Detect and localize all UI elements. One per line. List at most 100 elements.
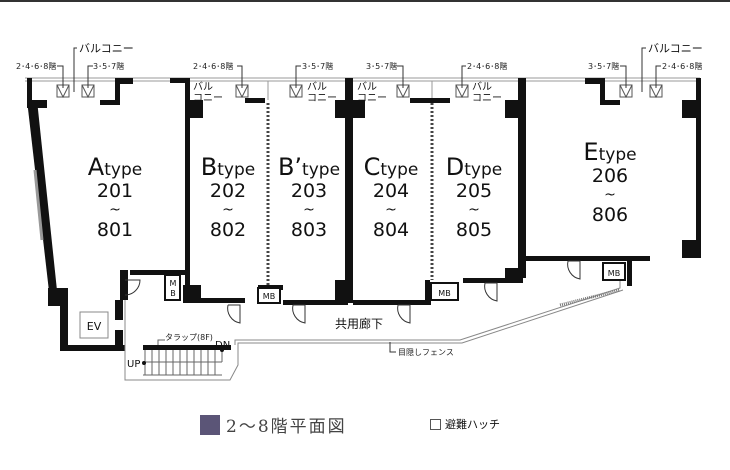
legend-title: 2～8階平面図 bbox=[200, 412, 347, 437]
balcony-short: コニー bbox=[472, 93, 502, 104]
balcony-label: バルコニー bbox=[648, 42, 703, 55]
wall bbox=[682, 240, 700, 258]
balcony-short: バル bbox=[472, 81, 492, 93]
fence-label: 目隠しフェンス bbox=[398, 347, 454, 357]
unit-number-bottom: 803 bbox=[291, 219, 327, 241]
unit-suffix: type bbox=[302, 160, 340, 180]
hatch-icon-mark bbox=[396, 84, 410, 99]
leader-line bbox=[237, 65, 243, 88]
dn-marker bbox=[220, 348, 224, 352]
wall bbox=[520, 256, 650, 261]
trap-label: タラップ(8F) bbox=[165, 333, 213, 342]
balcony-short: バル bbox=[357, 81, 377, 93]
window bbox=[33, 169, 44, 241]
wall bbox=[335, 280, 353, 300]
wall bbox=[345, 78, 353, 303]
leader-line bbox=[620, 65, 627, 88]
wall bbox=[505, 100, 525, 118]
doors bbox=[124, 260, 581, 324]
escape-hatches bbox=[56, 84, 663, 99]
mb-label: MB bbox=[438, 289, 450, 298]
wall bbox=[585, 78, 605, 84]
door bbox=[227, 304, 241, 324]
wall bbox=[27, 100, 47, 108]
mb-box bbox=[602, 262, 626, 281]
unit-number-top: 205 bbox=[456, 180, 492, 202]
leader-line bbox=[57, 65, 64, 88]
hatch-icon-mark bbox=[81, 84, 95, 99]
unit-number-bottom: 805 bbox=[456, 219, 492, 241]
mb-boxes bbox=[257, 262, 626, 304]
leader-line bbox=[87, 65, 93, 88]
floors-even-label: 2･4･6･8階 bbox=[467, 61, 507, 71]
floor-labels: 2･4･6･8階 3･5･7階 2･4･6･8階 3･5･7階 3･5･7階 2･4･6･… bbox=[16, 61, 702, 71]
balcony-short: コニー bbox=[193, 93, 223, 104]
floors-even-label: 2･4･6･8階 bbox=[16, 61, 56, 71]
wall bbox=[143, 345, 231, 350]
unit-type: Btype bbox=[201, 153, 255, 181]
wall bbox=[696, 78, 701, 258]
mb-box bbox=[164, 274, 181, 301]
leader-line bbox=[73, 47, 77, 92]
door bbox=[484, 282, 498, 302]
wall bbox=[130, 270, 190, 275]
wall bbox=[115, 300, 123, 320]
hatch-icon-mark bbox=[56, 84, 70, 99]
unit-type: Etype bbox=[583, 138, 636, 166]
wall bbox=[170, 78, 190, 83]
corridor-label: 共用廊下 bbox=[335, 316, 383, 331]
stairs bbox=[143, 339, 223, 376]
wall bbox=[185, 100, 203, 118]
wall bbox=[627, 256, 632, 286]
unit-number-bottom: 804 bbox=[373, 219, 409, 241]
unit-type: B’type bbox=[278, 153, 340, 181]
leader-line bbox=[397, 65, 404, 88]
wall bbox=[425, 280, 430, 305]
wall bbox=[60, 300, 68, 350]
up-marker bbox=[142, 361, 146, 365]
leader-lines bbox=[57, 47, 661, 92]
hatch-icon-mark bbox=[619, 84, 633, 99]
unit-type: Atype bbox=[88, 153, 142, 181]
floors-odd-label: 3･5･7階 bbox=[93, 61, 124, 71]
wall bbox=[600, 100, 620, 105]
hatch-icon-mark bbox=[289, 84, 303, 99]
floors-even-label: 2･4･6･8階 bbox=[193, 61, 233, 71]
corridor-outline bbox=[124, 278, 624, 381]
unit-number-bottom: 801 bbox=[97, 219, 133, 241]
up-label: UP bbox=[127, 359, 140, 370]
unit-letter: D bbox=[446, 153, 464, 181]
floors-odd-label: 3･5･7階 bbox=[366, 61, 397, 71]
hatch-icon-mark bbox=[235, 84, 249, 99]
wall bbox=[27, 78, 32, 103]
door bbox=[397, 304, 411, 324]
unit-letter: E bbox=[583, 138, 598, 166]
wall bbox=[100, 100, 120, 105]
floors-odd-label: 3･5･7階 bbox=[302, 61, 333, 71]
elevator bbox=[79, 311, 109, 339]
mb-label-b: B bbox=[170, 289, 176, 298]
wall bbox=[60, 345, 125, 351]
wall bbox=[463, 278, 508, 283]
unit-number-tilde: ~ bbox=[303, 202, 315, 218]
unit-type: Dtype bbox=[446, 153, 502, 181]
wall bbox=[120, 270, 128, 300]
unit-number-tilde: ~ bbox=[385, 202, 397, 218]
wall bbox=[115, 78, 133, 84]
dn-label: DN bbox=[215, 340, 230, 351]
hatch-icon-mark bbox=[649, 84, 663, 99]
leader-line bbox=[295, 65, 301, 88]
partitions bbox=[266, 103, 434, 285]
wall bbox=[353, 300, 431, 305]
unit-number-top: 204 bbox=[373, 180, 409, 202]
wall bbox=[600, 78, 605, 103]
wall bbox=[245, 98, 265, 103]
hatch-icon bbox=[430, 418, 441, 430]
unit-number-tilde: ~ bbox=[109, 202, 121, 218]
